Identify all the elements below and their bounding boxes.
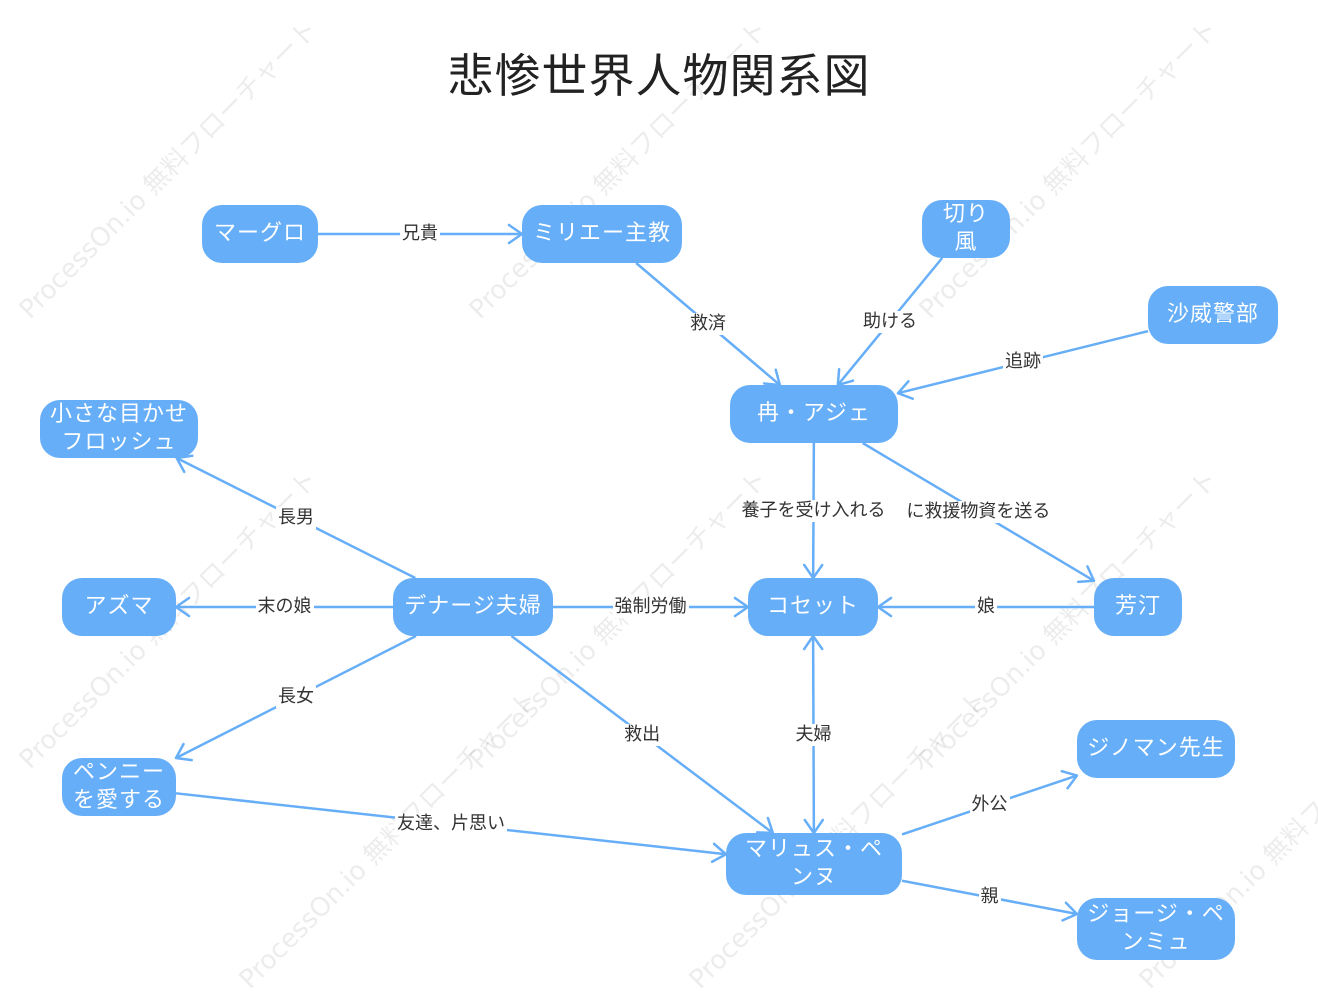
edge-label: 長女 <box>275 686 316 708</box>
arrow-head <box>876 596 893 618</box>
node-myriel[interactable]: ミリエー主教 <box>522 205 682 263</box>
arrow-head <box>896 380 915 401</box>
node-thenardier[interactable]: デナージ夫婦 <box>393 578 553 636</box>
node-azelma[interactable]: アズマ <box>62 578 176 636</box>
edge-label: 追跡 <box>1003 351 1043 374</box>
edge-label: 夫婦 <box>793 723 834 746</box>
node-cosette[interactable]: コセット <box>748 578 878 636</box>
edge-label: 養子を受け入れる <box>739 499 888 522</box>
arrow-head <box>1060 769 1079 790</box>
edge-label: 親 <box>978 886 1001 909</box>
node-georges[interactable]: ジョージ・ペンミュ <box>1077 898 1235 960</box>
node-valjean[interactable]: 冉・アジェ <box>730 385 898 443</box>
edge-label: 外公 <box>969 793 1010 816</box>
edge-label: 娘 <box>975 596 997 618</box>
node-label: コセット <box>766 594 859 619</box>
node-label: 小さな目かせフロッシュ <box>50 402 189 455</box>
arrow-head <box>175 454 194 474</box>
node-label: ミリエー主教 <box>532 221 671 246</box>
edge-label: 助ける <box>861 310 919 333</box>
node-kirikaze[interactable]: 切り風 <box>922 200 1010 258</box>
node-gavroche[interactable]: 小さな目かせフロッシュ <box>40 400 198 458</box>
edge-label: に救援物資を送る <box>904 500 1053 523</box>
edge-label: 友達、片思い <box>395 812 507 835</box>
node-label: 冉・アジェ <box>756 401 872 426</box>
edge-label: 兄貴 <box>400 223 440 245</box>
node-label: ペンニーを愛する <box>72 760 165 813</box>
edge-label: 末の娘 <box>255 596 314 618</box>
node-label: ジノマン先生 <box>1087 736 1225 761</box>
node-label: デナージ夫婦 <box>404 594 542 619</box>
node-label: マリュス・ペンヌ <box>744 837 883 890</box>
node-label: 沙威警部 <box>1166 302 1259 327</box>
edge-label: 救出 <box>622 723 663 746</box>
page-title: 悲惨世界人物関系図 <box>447 49 871 103</box>
node-marius[interactable]: マリュス・ペンヌ <box>726 833 902 895</box>
node-label: マーグロ <box>213 221 306 246</box>
node-eponine[interactable]: ペンニーを愛する <box>62 758 176 816</box>
edge-label: 救済 <box>688 313 728 335</box>
arrow-head <box>174 742 193 762</box>
edge-label: 強制労働 <box>612 596 689 618</box>
node-gillenormand[interactable]: ジノマン先生 <box>1077 720 1235 778</box>
node-fantine[interactable]: 芳汀 <box>1094 578 1182 636</box>
arrow-head <box>802 634 824 651</box>
arrow-head <box>174 596 191 618</box>
arrow-head <box>1076 565 1096 584</box>
node-label: アズマ <box>84 594 154 619</box>
node-label: 切り風 <box>942 202 989 255</box>
node-label: ジョージ・ペンミュ <box>1087 902 1225 955</box>
edge-label: 長男 <box>276 507 316 529</box>
node-label: 芳汀 <box>1114 594 1161 619</box>
node-javert[interactable]: 沙威警部 <box>1148 286 1278 344</box>
node-marguerite[interactable]: マーグロ <box>202 205 318 263</box>
